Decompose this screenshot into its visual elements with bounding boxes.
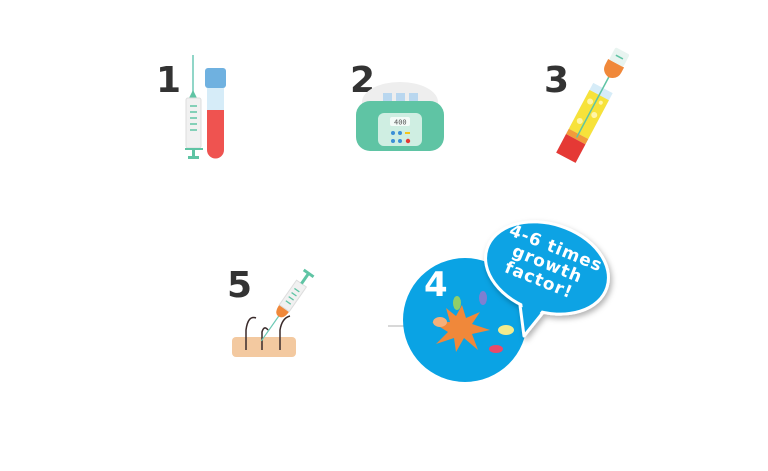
- step-1: 1: [156, 55, 226, 159]
- scalp-skin-icon: [232, 315, 296, 357]
- step-4: 4 4-6 times growth factor!: [403, 220, 610, 382]
- injection-syringe-icon: [260, 268, 315, 342]
- step-number-1: 1: [156, 60, 181, 101]
- plasma-tube-icon: [556, 47, 630, 163]
- step-number-4: 4: [424, 265, 448, 305]
- step-3: 3: [544, 47, 630, 163]
- blood-tube-icon: [205, 68, 226, 159]
- step-number-5: 5: [227, 265, 252, 306]
- step-2: 2 400: [350, 60, 444, 151]
- centrifuge-icon: 400: [356, 82, 444, 151]
- step-5: 5: [227, 265, 315, 357]
- activated-platelet-icon: [432, 291, 514, 353]
- syringe-icon: [185, 55, 203, 159]
- growth-factor-callout: [484, 220, 610, 338]
- centrifuge-display: 400: [394, 119, 407, 127]
- step-number-3: 3: [544, 60, 569, 101]
